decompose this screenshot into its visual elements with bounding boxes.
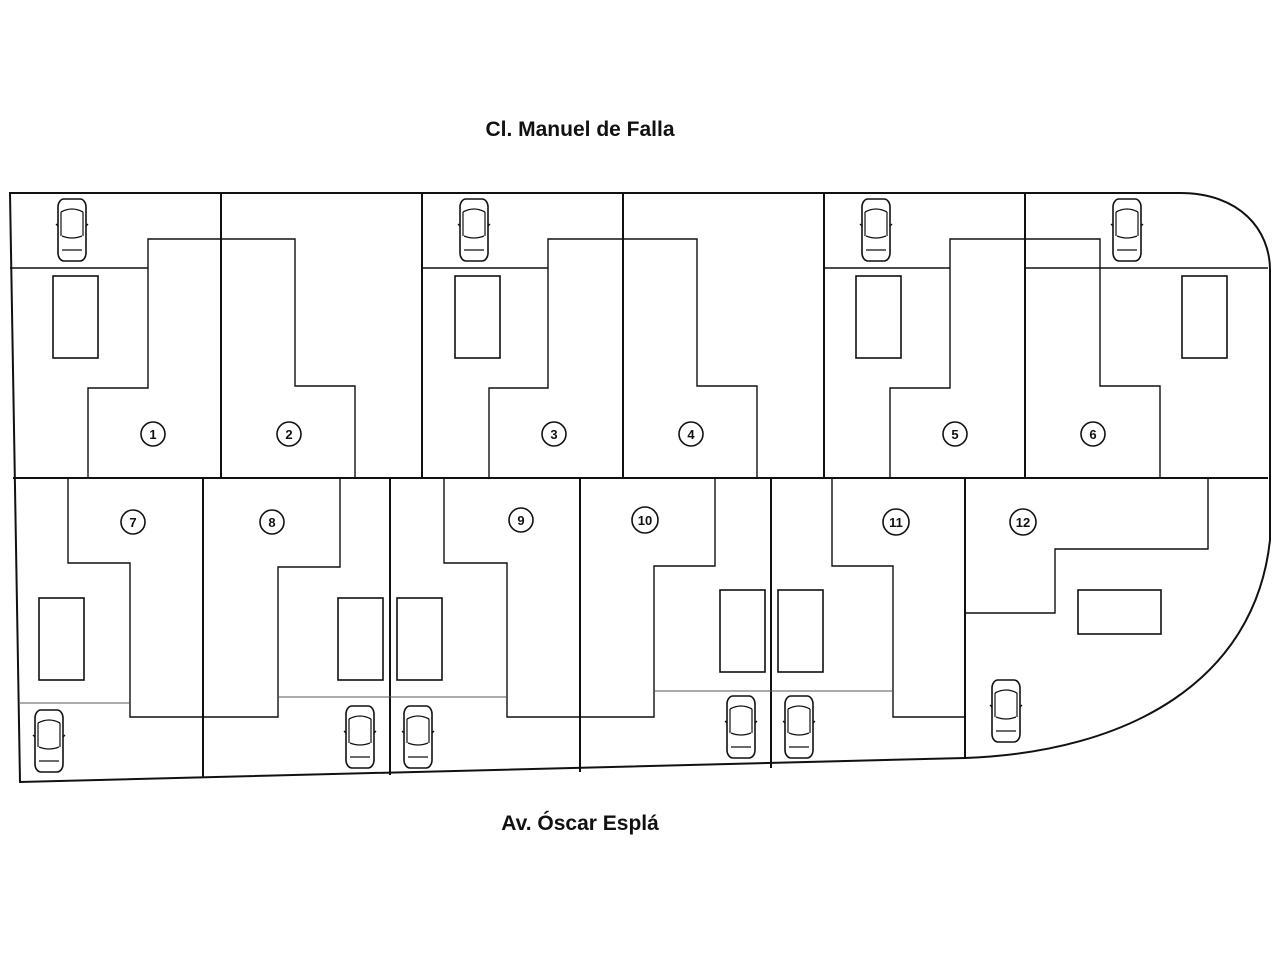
lot-number-badges: 1 2 3 4 5 6 7 8 — [120, 421, 1106, 536]
lot-number-4[interactable]: 4 — [678, 421, 704, 447]
pool-lot-8 — [337, 597, 384, 681]
pool-lot-5 — [855, 275, 902, 359]
car-icon — [343, 705, 377, 769]
pool-lot-1 — [52, 275, 99, 359]
lot-number-1[interactable]: 1 — [140, 421, 166, 447]
lot-number-3[interactable]: 3 — [541, 421, 567, 447]
car-icon — [401, 705, 435, 769]
lot-number-11[interactable]: 11 — [882, 508, 910, 536]
svg-text:12: 12 — [1016, 515, 1030, 530]
pool-lot-12 — [1077, 589, 1162, 635]
svg-text:10: 10 — [638, 513, 652, 528]
pool-lot-11 — [777, 589, 824, 673]
lot-number-6[interactable]: 6 — [1080, 421, 1106, 447]
car-icon — [457, 198, 491, 262]
street-label-bottom: Av. Óscar Esplá — [501, 812, 659, 835]
car-icon — [32, 709, 66, 773]
pool-lot-6 — [1181, 275, 1228, 359]
svg-text:3: 3 — [550, 427, 557, 442]
pool-lot-9 — [396, 597, 443, 681]
pool-lot-10 — [719, 589, 766, 673]
top-lot-dividers — [220, 193, 1026, 478]
lot-number-12[interactable]: 12 — [1009, 508, 1037, 536]
svg-text:11: 11 — [889, 515, 903, 530]
car-icon — [1110, 198, 1144, 262]
bottom-garage-lines — [20, 690, 893, 704]
svg-text:2: 2 — [285, 427, 292, 442]
lot-number-9[interactable]: 9 — [508, 507, 534, 533]
house-footprints-top — [87, 238, 1161, 478]
street-label-top: Cl. Manuel de Falla — [485, 118, 675, 141]
lot-number-10[interactable]: 10 — [631, 506, 659, 534]
svg-text:7: 7 — [129, 515, 136, 530]
site-boundary — [8, 192, 1271, 784]
svg-text:1: 1 — [149, 427, 156, 442]
lot-number-8[interactable]: 8 — [259, 509, 285, 535]
svg-text:5: 5 — [951, 427, 958, 442]
cars — [32, 198, 1144, 773]
lot-number-2[interactable]: 2 — [276, 421, 302, 447]
pool-lot-3 — [454, 275, 501, 359]
svg-text:4: 4 — [687, 427, 695, 442]
svg-text:9: 9 — [517, 513, 524, 528]
lot-number-5[interactable]: 5 — [942, 421, 968, 447]
car-icon — [55, 198, 89, 262]
bottom-lot-dividers — [202, 478, 966, 777]
svg-text:6: 6 — [1089, 427, 1096, 442]
car-icon — [859, 198, 893, 262]
house-footprints-bottom — [67, 478, 1209, 718]
pool-lot-7 — [38, 597, 85, 681]
svg-text:8: 8 — [268, 515, 275, 530]
car-icon — [989, 679, 1023, 743]
car-icon — [782, 695, 816, 759]
pools — [38, 275, 1228, 681]
car-icon — [724, 695, 758, 759]
lot-number-7[interactable]: 7 — [120, 509, 146, 535]
